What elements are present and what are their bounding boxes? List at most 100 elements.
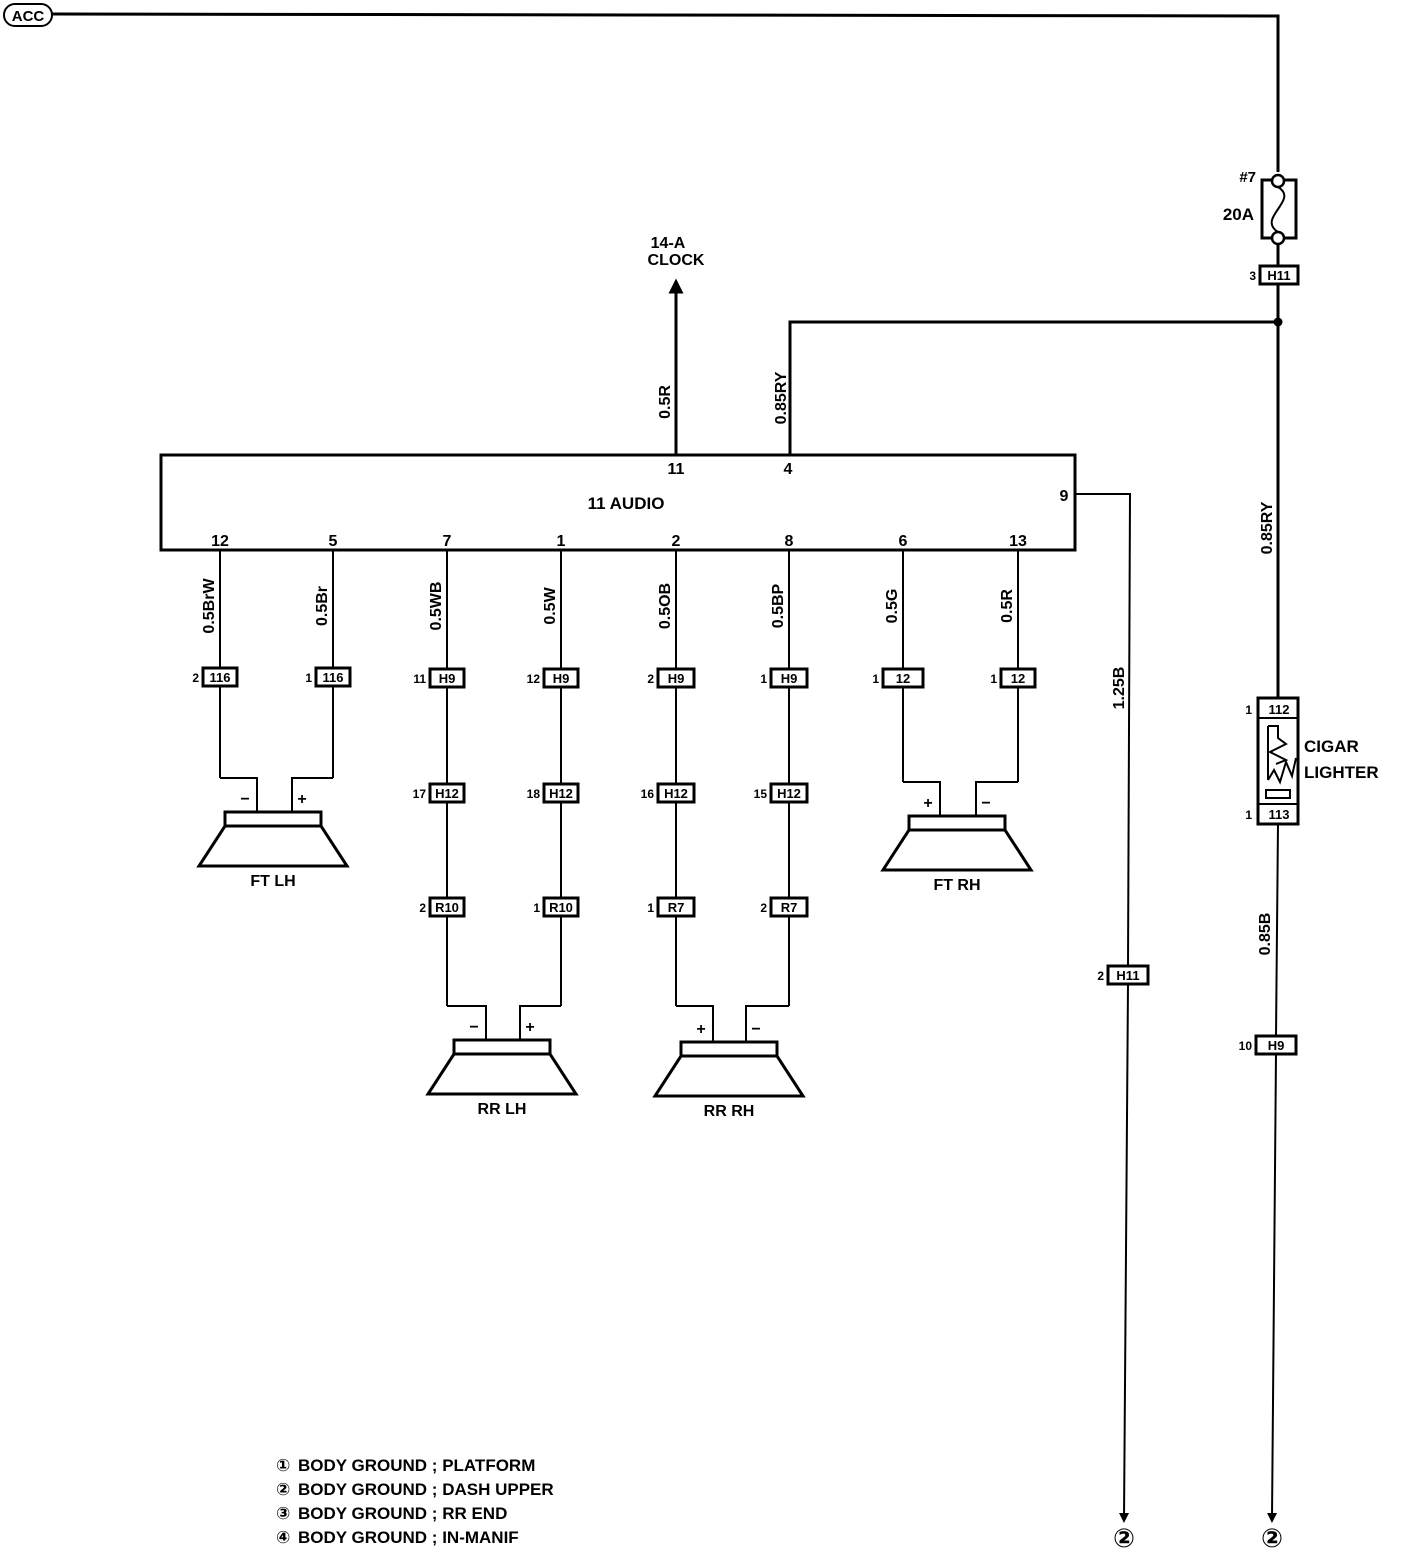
speaker-icon xyxy=(880,828,1034,872)
speaker-terminal-sign: + xyxy=(923,795,932,812)
speaker-terminal-sign: − xyxy=(240,791,249,808)
cigar-lighter-label-1: CIGAR xyxy=(1304,737,1359,756)
connector-label: H9 xyxy=(668,671,685,686)
svg-text:113: 113 xyxy=(1269,807,1290,822)
connector-pin: 16 xyxy=(641,787,655,801)
speaker-magnet xyxy=(679,1040,779,1058)
connector-label: H12 xyxy=(777,786,801,801)
speaker-magnet xyxy=(452,1038,552,1056)
heater-coil-icon xyxy=(1267,757,1297,785)
speaker-rr-rh: +−RR RH xyxy=(652,1005,806,1120)
speaker-terminal-sign: + xyxy=(696,1021,705,1038)
connector-r7 xyxy=(656,896,696,918)
connector-label: R10 xyxy=(435,900,459,915)
audio-ground-wire xyxy=(1075,493,1132,967)
speaker-label: FT LH xyxy=(250,873,295,890)
speaker-label: RR RH xyxy=(704,1103,755,1120)
wire-label: 0.5WB xyxy=(428,582,445,631)
svg-text:1.25B: 1.25B xyxy=(1111,667,1128,710)
connector-h12 xyxy=(428,782,466,804)
ground-symbol-lighter: ② xyxy=(1261,1523,1283,1548)
speaker-circuits: 120.5BrW116250.5Br116170.5WBH911H1217R10… xyxy=(192,533,1037,1006)
speakers: −+FT LH−+RR LH+−RR RH+−FT RH xyxy=(196,777,1034,1120)
connector-pin: 1 xyxy=(647,901,654,915)
connector-h12 xyxy=(656,782,696,804)
audio-pin-label: 2 xyxy=(672,533,681,550)
connector-pin: 2 xyxy=(192,671,199,685)
wire-label: 0.5W xyxy=(542,586,559,624)
ground-symbol-audio: ② xyxy=(1113,1523,1135,1548)
connector-r10 xyxy=(428,896,466,918)
connector-pin: 1 xyxy=(872,672,879,686)
audio-unit xyxy=(159,453,1077,552)
connector-h12 xyxy=(542,782,580,804)
audio-pin-label: 1 xyxy=(557,533,566,550)
svg-text:0.85RY: 0.85RY xyxy=(773,371,790,424)
svg-text:0.85RY: 0.85RY xyxy=(1259,501,1276,554)
svg-text:H11: H11 xyxy=(1116,968,1139,983)
acc-label: ACC xyxy=(12,8,45,25)
connector-r7 xyxy=(769,896,809,918)
connector-pin: 1 xyxy=(990,672,997,686)
acc-wire xyxy=(51,12,1280,172)
speaker-ft-rh: + − FT RH xyxy=(880,781,1034,894)
connector-h9 xyxy=(542,667,580,689)
connector-pin: 12 xyxy=(527,672,541,686)
connector-pin: 2 xyxy=(419,901,426,915)
connector-h12 xyxy=(769,782,809,804)
wire-label: 0.5BrW xyxy=(201,578,218,634)
speaker-magnet xyxy=(907,814,1007,832)
svg-text:0.5R: 0.5R xyxy=(657,385,674,419)
connector-label: 116 xyxy=(323,670,344,685)
connector-label: H9 xyxy=(439,671,456,686)
connector-label: H9 xyxy=(553,671,570,686)
audio-pin-label: 12 xyxy=(211,533,229,550)
connector-12 xyxy=(999,667,1037,689)
speaker-icon xyxy=(425,1052,579,1096)
wire-label: 0.5Br xyxy=(314,586,331,626)
connector-h9 xyxy=(428,667,466,689)
connector-label: R7 xyxy=(668,900,685,915)
audio-pin-label: 6 xyxy=(899,533,908,550)
connector-116 xyxy=(201,666,239,688)
audio-pin-11: 11 xyxy=(668,461,685,478)
fuse-rating: 20A xyxy=(1223,205,1254,224)
wire-label: 0.5G xyxy=(884,589,901,624)
speaker-label: FT RH xyxy=(933,877,980,894)
svg-text:0.85B: 0.85B xyxy=(1257,913,1274,956)
speaker-ft-lh: −+FT LH xyxy=(196,777,350,890)
audio-power-wire xyxy=(788,320,1278,456)
connector-pin: 1 xyxy=(533,901,540,915)
audio-pin-label: 7 xyxy=(443,533,452,550)
clock-label: CLOCK xyxy=(648,252,705,269)
connector-label: H12 xyxy=(664,786,688,801)
speaker-icon xyxy=(196,824,350,868)
audio-label: 11 AUDIO xyxy=(588,494,665,513)
speaker-rr-lh: −+RR LH xyxy=(425,1005,579,1118)
connector-h9 xyxy=(769,667,809,689)
wire-label: 0.5R xyxy=(999,589,1016,623)
speaker-terminal-sign: − xyxy=(469,1019,478,1036)
svg-text:1: 1 xyxy=(1245,808,1252,822)
svg-text:112: 112 xyxy=(1269,702,1290,717)
connector-label: 116 xyxy=(210,670,231,685)
connector-pin: 2 xyxy=(647,672,654,686)
audio-pin-4: 4 xyxy=(784,461,793,478)
speaker-terminal-sign: − xyxy=(981,795,990,812)
connector-label: R10 xyxy=(549,900,573,915)
connector-pin: 18 xyxy=(527,787,541,801)
svg-text:H11: H11 xyxy=(1267,268,1290,283)
audio-pin-label: 8 xyxy=(785,533,794,550)
connector-pin: 17 xyxy=(413,787,427,801)
fuse-number: #7 xyxy=(1239,169,1256,186)
wire-label: 0.5BP xyxy=(770,583,787,628)
connector-label: H12 xyxy=(549,786,573,801)
clock-ref: 14-A xyxy=(651,235,686,252)
